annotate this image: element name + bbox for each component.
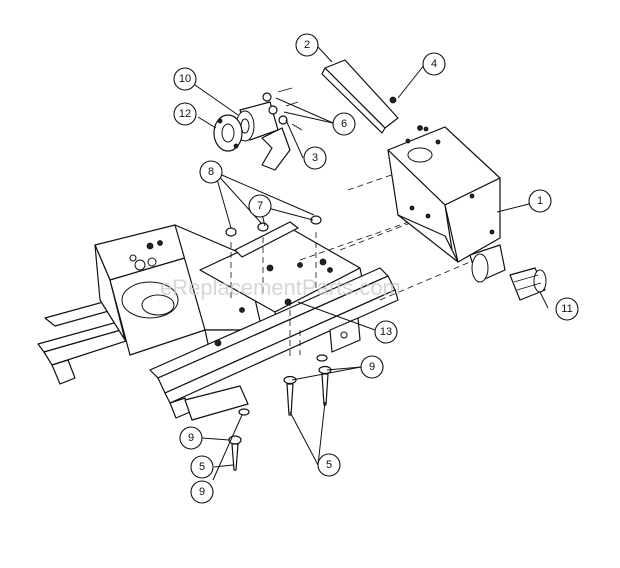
callout-5b: 5 [190,455,214,479]
cover-part [321,59,399,134]
callout-8: 8 [199,160,223,184]
bottom-bolts [228,354,332,471]
callout-1-label: 1 [537,195,543,207]
callout-9b: 9 [179,426,203,450]
callout-13: 13 [374,320,398,344]
callout-10: 10 [173,67,197,91]
callout-5b-label: 5 [199,461,205,473]
callout-9c: 9 [190,480,214,504]
callout-9c-label: 9 [199,486,205,498]
pipe-fitting [213,101,291,171]
fuel-tank [387,126,501,263]
callout-7: 7 [248,194,272,218]
screw-4 [389,96,423,131]
callout-2: 2 [295,33,319,57]
callout-6: 6 [332,112,356,136]
callout-2-label: 2 [304,39,310,51]
callout-3: 3 [303,146,327,170]
callout-9a-label: 9 [369,361,375,373]
callout-6-label: 6 [341,118,347,130]
callout-1: 1 [528,189,552,213]
watermark-text: eReplacementParts.com [160,275,401,300]
callout-7-label: 7 [257,200,263,212]
callout-9a: 9 [360,355,384,379]
hardware-nuts [225,215,322,237]
callout-12: 12 [173,102,197,126]
fitting-11 [509,267,547,301]
callout-5a-label: 5 [326,459,332,471]
callout-8-label: 8 [208,166,214,178]
callout-9b-label: 9 [188,432,194,444]
callout-12-label: 12 [179,108,191,120]
callout-4: 4 [422,52,446,76]
callout-11: 11 [555,297,579,321]
fuel-tube [469,244,506,283]
bolts-3-6 [262,87,303,131]
frame-assembly [37,221,399,421]
callout-3-label: 3 [312,152,318,164]
callout-11-label: 11 [561,303,572,315]
callout-10-label: 10 [179,73,191,85]
callout-5a: 5 [317,453,341,477]
callout-4-label: 4 [431,58,437,70]
callout-13-label: 13 [380,326,392,338]
